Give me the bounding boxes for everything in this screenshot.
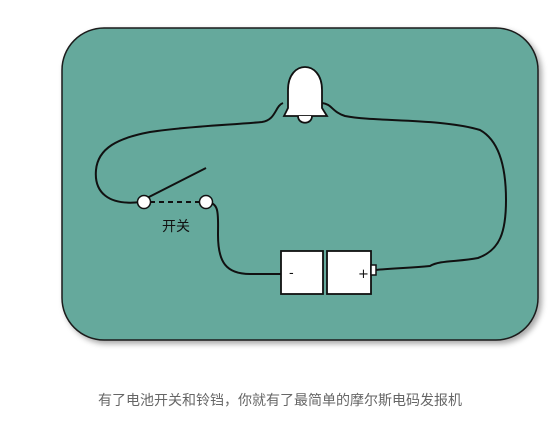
battery-plus-label: + xyxy=(358,267,369,282)
battery-cell-positive xyxy=(326,250,372,295)
switch: 开关 xyxy=(136,167,214,235)
wire-battery-to-bell xyxy=(321,102,508,271)
switch-left-contact xyxy=(136,194,152,210)
wire-bell-to-switch xyxy=(94,102,284,204)
battery-cell-negative xyxy=(280,250,324,295)
switch-lever xyxy=(144,167,207,200)
battery: - + xyxy=(280,250,377,295)
battery-terminal xyxy=(370,264,377,276)
wires xyxy=(94,102,508,275)
bell xyxy=(282,66,329,124)
figure-caption: 有了电池开关和铃铛，你就有了最简单的摩尔斯电码发报机 xyxy=(98,393,462,409)
bell-clapper xyxy=(297,115,313,124)
circuit-board xyxy=(61,27,539,341)
battery-minus-label: - xyxy=(289,266,294,281)
switch-right-contact xyxy=(198,194,214,210)
switch-label: 开关 xyxy=(162,219,190,235)
bell-icon xyxy=(282,66,329,117)
wire-switch-to-battery xyxy=(205,201,281,275)
